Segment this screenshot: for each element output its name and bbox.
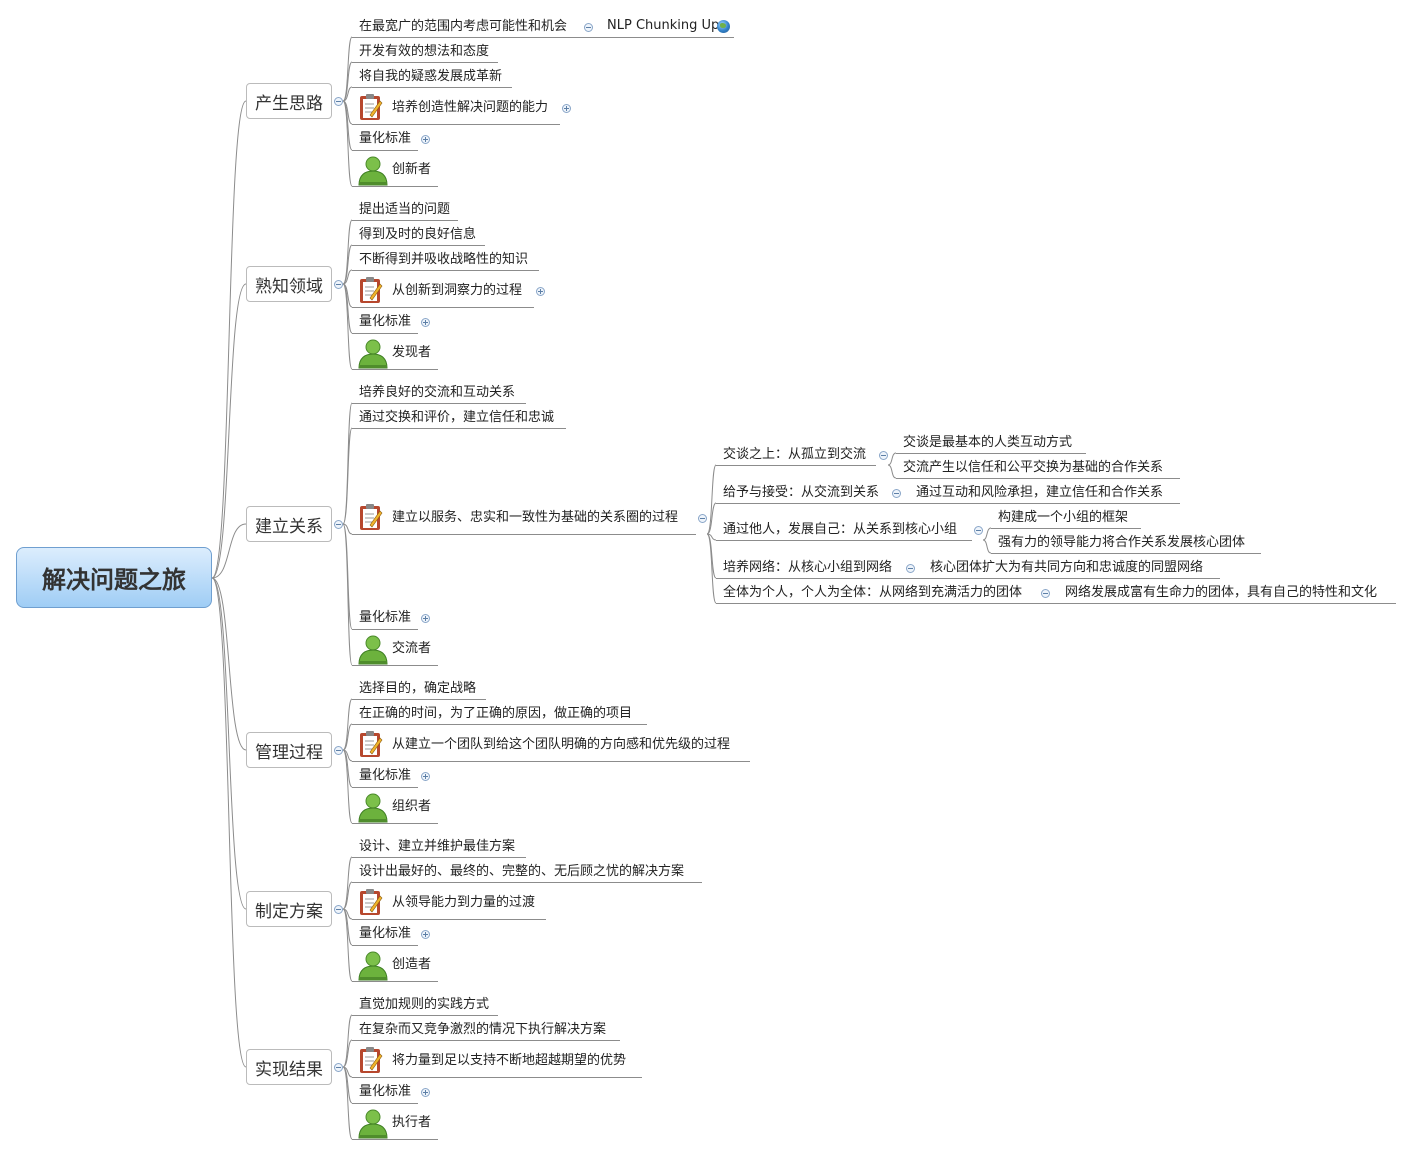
subtopic[interactable]: NLP Chunking Up (607, 18, 720, 33)
collapse-toggle[interactable] (334, 1063, 343, 1072)
subtopic[interactable]: 创造者 (392, 957, 432, 972)
subtopic[interactable]: 提出适当的问题 (359, 202, 451, 217)
branch-topic-plan[interactable]: 制定方案 (246, 891, 332, 927)
clipboard-icon (359, 730, 383, 758)
subtopic[interactable]: 交谈是最基本的人类互动方式 (903, 435, 1073, 450)
subtopic[interactable]: 选择目的，确定战略 (359, 681, 477, 696)
globe-icon[interactable] (717, 20, 730, 33)
expand-toggle[interactable] (421, 135, 430, 144)
subtopic[interactable]: 培养网络：从核心小组到网络 (723, 560, 893, 575)
collapse-toggle[interactable] (584, 23, 593, 32)
subtopic[interactable]: 不断得到并吸收战略性的知识 (359, 252, 529, 267)
subtopic[interactable]: 在复杂而又竞争激烈的情况下执行解决方案 (359, 1022, 607, 1037)
collapse-toggle[interactable] (334, 520, 343, 529)
subtopic[interactable]: 量化标准 (359, 926, 412, 941)
collapse-toggle[interactable] (879, 451, 888, 460)
subtopic[interactable]: 执行者 (392, 1115, 432, 1130)
subtopic[interactable]: 量化标准 (359, 314, 412, 329)
subtopic[interactable]: 量化标准 (359, 131, 412, 146)
collapse-toggle[interactable] (906, 564, 915, 573)
clipboard-icon (359, 1046, 383, 1074)
subtopic[interactable]: 建立以服务、忠实和一致性为基础的关系圈的过程 (392, 510, 679, 525)
subtopic[interactable]: 量化标准 (359, 768, 412, 783)
branch-topic-results[interactable]: 实现结果 (246, 1049, 332, 1085)
branch-topic-relations[interactable]: 建立关系 (246, 506, 332, 542)
collapse-toggle[interactable] (698, 514, 707, 523)
subtopic[interactable]: 在最宽广的范围内考虑可能性和机会 (359, 19, 568, 34)
branch-topic-manage[interactable]: 管理过程 (246, 732, 332, 768)
subtopic[interactable]: 量化标准 (359, 1084, 412, 1099)
subtopic[interactable]: 全体为个人，个人为全体：从网络到充满活力的团体 (723, 585, 1023, 600)
root-topic[interactable]: 解决问题之旅 (16, 547, 212, 608)
expand-toggle[interactable] (421, 318, 430, 327)
branch-topic-ideas[interactable]: 产生思路 (246, 83, 332, 119)
subtopic[interactable]: 量化标准 (359, 610, 412, 625)
collapse-toggle[interactable] (334, 280, 343, 289)
person-icon (357, 949, 389, 981)
subtopic[interactable]: 得到及时的良好信息 (359, 227, 477, 242)
subtopic[interactable]: 通过交换和评价，建立信任和忠诚 (359, 410, 555, 425)
expand-toggle[interactable] (421, 772, 430, 781)
branch-topic-domain[interactable]: 熟知领域 (246, 266, 332, 302)
expand-toggle[interactable] (536, 287, 545, 296)
subtopic[interactable]: 核心团体扩大为有共同方向和忠诚度的同盟网络 (930, 560, 1204, 575)
collapse-toggle[interactable] (334, 97, 343, 106)
person-icon (357, 337, 389, 369)
subtopic[interactable]: 给予与接受：从交流到关系 (723, 485, 880, 500)
subtopic[interactable]: 在正确的时间，为了正确的原因，做正确的项目 (359, 706, 633, 721)
clipboard-icon (359, 93, 383, 121)
person-icon (357, 1107, 389, 1139)
expand-toggle[interactable] (421, 614, 430, 623)
collapse-toggle[interactable] (974, 526, 983, 535)
collapse-toggle[interactable] (1041, 589, 1050, 598)
collapse-toggle[interactable] (334, 746, 343, 755)
subtopic[interactable]: 创新者 (392, 162, 432, 177)
subtopic[interactable]: 通过互动和风险承担，建立信任和合作关系 (916, 485, 1164, 500)
person-icon (357, 791, 389, 823)
subtopic[interactable]: 培养良好的交流和互动关系 (359, 385, 516, 400)
person-icon (357, 633, 389, 665)
subtopic[interactable]: 交流产生以信任和公平交换为基础的合作关系 (903, 460, 1164, 475)
subtopic[interactable]: 设计出最好的、最终的、完整的、无后顾之忧的解决方案 (359, 864, 685, 879)
subtopic[interactable]: 从领导能力到力量的过渡 (392, 895, 536, 910)
subtopic[interactable]: 从创新到洞察力的过程 (392, 283, 523, 298)
subtopic[interactable]: 开发有效的想法和态度 (359, 44, 490, 59)
subtopic[interactable]: 组织者 (392, 799, 432, 814)
subtopic[interactable]: 将力量到足以支持不断地超越期望的优势 (392, 1053, 627, 1068)
subtopic[interactable]: 网络发展成富有生命力的团体，具有自己的特性和文化 (1065, 585, 1378, 600)
subtopic[interactable]: 从建立一个团队到给这个团队明确的方向感和优先级的过程 (392, 737, 731, 752)
subtopic[interactable]: 通过他人，发展自己：从关系到核心小组 (723, 522, 958, 537)
subtopic[interactable]: 构建成一个小组的框架 (998, 510, 1129, 525)
clipboard-icon (359, 276, 383, 304)
subtopic[interactable]: 交流者 (392, 641, 432, 656)
person-icon (357, 154, 389, 186)
expand-toggle[interactable] (421, 930, 430, 939)
subtopic[interactable]: 发现者 (392, 345, 432, 360)
collapse-toggle[interactable] (334, 905, 343, 914)
subtopic[interactable]: 设计、建立并维护最佳方案 (359, 839, 516, 854)
subtopic[interactable]: 强有力的领导能力将合作关系发展核心团体 (998, 535, 1246, 550)
clipboard-icon (359, 888, 383, 916)
expand-toggle[interactable] (421, 1088, 430, 1097)
subtopic[interactable]: 直觉加规则的实践方式 (359, 997, 490, 1012)
expand-toggle[interactable] (562, 104, 571, 113)
subtopic[interactable]: 培养创造性解决问题的能力 (392, 100, 549, 115)
subtopic[interactable]: 交谈之上：从孤立到交流 (723, 447, 867, 462)
collapse-toggle[interactable] (892, 489, 901, 498)
subtopic[interactable]: 将自我的疑惑发展成革新 (359, 69, 503, 84)
clipboard-icon (359, 503, 383, 531)
